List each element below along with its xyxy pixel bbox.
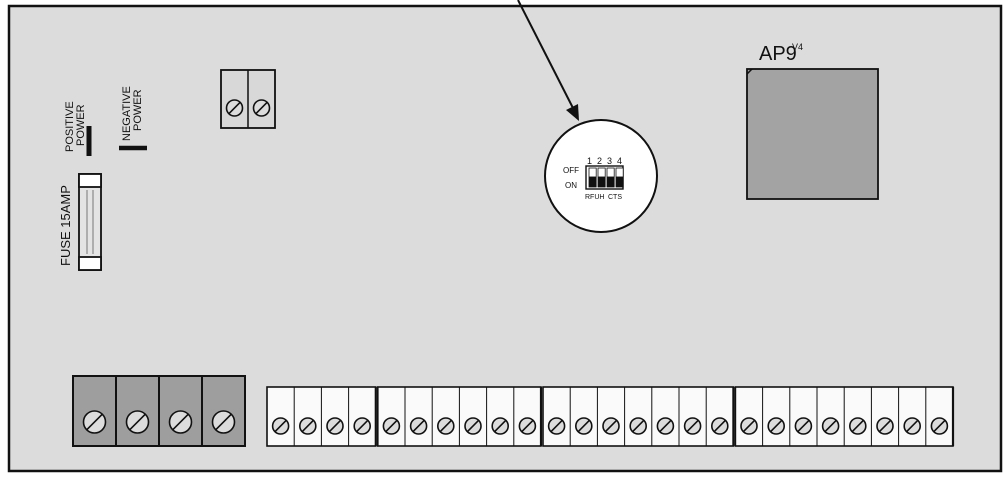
terminal-screw-icon	[326, 417, 344, 435]
terminal-screw-icon	[436, 417, 455, 435]
terminal-screw-icon	[125, 410, 150, 434]
terminal-screw-icon	[821, 417, 840, 435]
terminal-screw-icon	[710, 417, 729, 435]
svg-text:POSITIVE: POSITIVE	[64, 101, 76, 152]
chip-version: V4	[792, 42, 803, 52]
terminal-screw-icon	[225, 99, 244, 117]
negative-power-label: NEGATIVE POWER	[121, 86, 144, 141]
terminal-screw-icon	[82, 410, 107, 434]
terminal-screw-icon	[298, 417, 317, 435]
large-terminal-block	[72, 375, 246, 447]
fuse-cap-top	[78, 173, 102, 188]
chip-body	[746, 68, 879, 200]
terminal-screw-icon	[574, 417, 593, 435]
dip-switch-slot	[588, 167, 597, 188]
small-terminal-strip	[266, 386, 955, 447]
positive-power-label: POSITIVE POWER	[64, 101, 87, 152]
dip-switch-slot	[597, 167, 606, 188]
terminal-screw-icon	[353, 417, 372, 435]
terminal-screw-icon	[629, 417, 648, 435]
terminal-screw-icon	[464, 417, 482, 435]
dip-switch-slot	[606, 167, 615, 188]
terminal-screw-icon	[876, 417, 894, 435]
svg-text:POWER: POWER	[132, 89, 144, 131]
terminal-group	[266, 386, 377, 447]
pointer-arrow-head	[566, 104, 579, 121]
terminal-screw-icon	[518, 417, 537, 435]
terminal-screw-icon	[903, 417, 922, 435]
terminal-screw-icon	[683, 417, 702, 435]
chip-label: AP9	[759, 43, 797, 65]
fuse-body	[78, 173, 102, 271]
terminal-housing	[542, 386, 735, 447]
terminal-screw-icon	[382, 417, 401, 435]
terminal-group	[734, 386, 955, 447]
dip-number: 3	[607, 156, 612, 166]
chip-notch	[746, 68, 753, 75]
terminal-screw-icon	[271, 417, 290, 435]
dip-switch-levers	[588, 167, 624, 188]
terminal-screw-icon	[848, 417, 867, 435]
ap9-chip: AP9 V4	[746, 42, 879, 200]
terminal-screw-icon	[252, 99, 271, 117]
dip-off-label: OFF	[563, 166, 579, 175]
svg-text:NEGATIVE: NEGATIVE	[121, 86, 133, 141]
dip-number: 2	[597, 156, 602, 166]
dip-function-left: RFUH	[585, 194, 604, 201]
terminal-group	[542, 386, 735, 447]
terminal-screw-icon	[794, 417, 813, 435]
dip-number: 1	[587, 156, 592, 166]
dip-function-right: CTS	[608, 194, 622, 201]
dip-switch-callout: OFF ON 1 2 3 4 RFUH CTS	[544, 119, 658, 233]
terminal-screw-icon	[740, 417, 758, 435]
terminal-group	[376, 386, 543, 447]
pointer-arrow-line	[517, 0, 575, 111]
terminal-screw-icon	[930, 417, 949, 435]
fuse	[78, 173, 102, 271]
svg-text:POWER: POWER	[75, 104, 87, 146]
dip-switch-numbers: 1 2 3 4	[587, 156, 622, 166]
terminal-screw-icon	[409, 417, 428, 435]
top-terminal-block	[220, 69, 276, 129]
terminal-screw-icon	[602, 417, 620, 435]
dip-on-label: ON	[565, 181, 577, 190]
terminal-screw-icon	[767, 417, 786, 435]
fuse-cap-bottom	[78, 256, 102, 271]
dip-number: 4	[617, 156, 622, 166]
terminal-screw-icon	[656, 417, 675, 435]
terminal-screw-icon	[491, 417, 510, 435]
terminal-screw-icon	[547, 417, 566, 435]
fuse-label: FUSE 15AMP	[58, 185, 73, 266]
terminal-screw-icon	[168, 410, 193, 434]
terminal-screw-icon	[211, 410, 236, 434]
dip-switch-slot	[615, 167, 624, 188]
